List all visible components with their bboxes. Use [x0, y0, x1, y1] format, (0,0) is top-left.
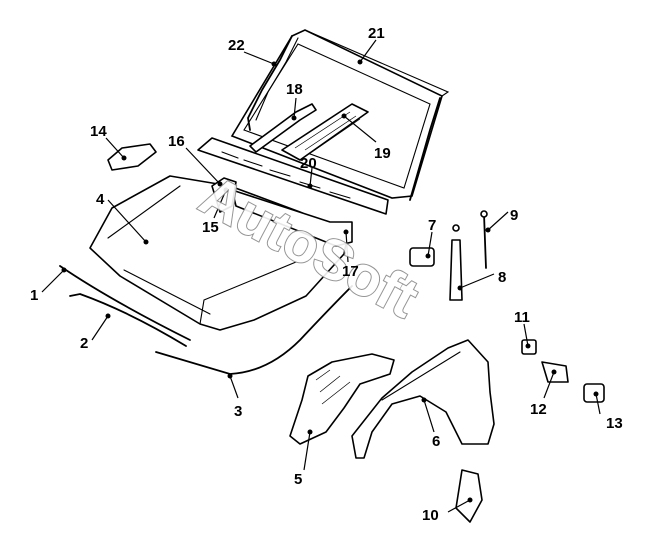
latch-rod-end: [452, 224, 460, 232]
windshield-seal-strip-inner: [255, 37, 299, 121]
bracket-10: [455, 469, 483, 523]
pillar-strip: [409, 97, 441, 201]
callout-13: 13: [606, 415, 623, 432]
callout-14: 14: [90, 123, 107, 140]
prop-rod-end: [480, 210, 488, 218]
leader-lines: [41, 39, 601, 513]
callout-1: 1: [30, 287, 38, 304]
callout-7: 7: [428, 217, 436, 234]
hood-release-cable: [155, 285, 353, 375]
hood-crease: [107, 185, 297, 325]
fender-liner-ribs: [315, 369, 351, 405]
cowl-grille-hatch: [294, 111, 361, 153]
clip-7: [409, 247, 435, 267]
hood-prop-rod: [69, 293, 187, 347]
callout-9: 9: [510, 207, 518, 224]
callout-12: 12: [530, 401, 547, 418]
callout-15: 15: [202, 219, 219, 236]
front-seal-strip: [59, 265, 191, 341]
callout-2: 2: [80, 335, 88, 352]
callout-18: 18: [286, 81, 303, 98]
callout-labels: 1 2 3 4 5 6 7 8 9 10 11 12 13 14 15 16 1…: [30, 25, 623, 524]
callout-11: 11: [514, 309, 530, 326]
callout-8: 8: [498, 269, 506, 286]
callout-5: 5: [294, 471, 302, 488]
hood-hinge-14: [107, 143, 157, 171]
callout-21: 21: [368, 25, 385, 42]
callout-17: 17: [342, 263, 359, 280]
fender-line: [381, 351, 461, 401]
prop-rod-9: [483, 213, 487, 269]
latch-rod-8: [449, 239, 463, 301]
front-fender: [351, 339, 495, 459]
callout-4: 4: [96, 191, 105, 208]
callout-19: 19: [374, 145, 391, 162]
callout-20: 20: [300, 155, 317, 172]
callout-6: 6: [432, 433, 440, 450]
callout-10: 10: [422, 507, 439, 524]
wiper-arm: [249, 103, 317, 153]
callout-22: 22: [228, 37, 245, 54]
inner-fender-liner: [289, 353, 395, 445]
callout-16: 16: [168, 133, 185, 150]
callout-3: 3: [234, 403, 242, 420]
hood-seal-strip: [231, 189, 353, 247]
windshield-seal-strip: [247, 35, 293, 131]
